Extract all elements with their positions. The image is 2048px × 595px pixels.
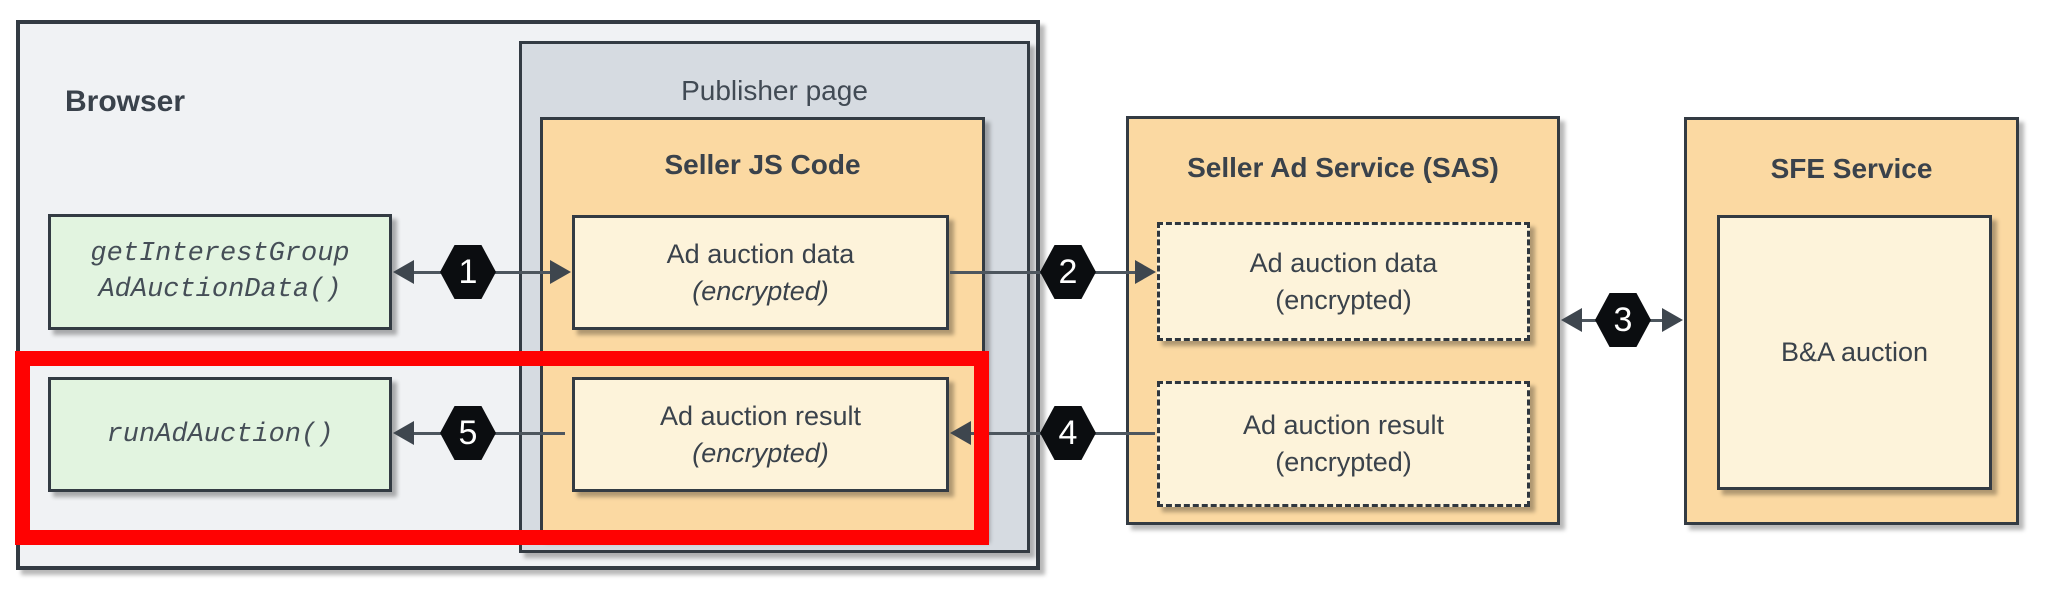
encrypted-label: (encrypted) bbox=[1275, 447, 1412, 477]
step-1-number: 1 bbox=[458, 253, 478, 291]
connector-4-arrowhead-left-icon bbox=[950, 421, 971, 445]
red-highlight-rectangle bbox=[15, 351, 989, 545]
step-4-number: 4 bbox=[1058, 414, 1078, 452]
step-3-hexagon-badge: 3 bbox=[1595, 293, 1651, 347]
connector-3-arrowhead-right-icon bbox=[1662, 308, 1683, 332]
sas-ad-auction-data-box: Ad auction data (encrypted) bbox=[1157, 222, 1530, 341]
get-interest-group-label-line2: AdAuctionData() bbox=[98, 275, 342, 305]
sfe-service-title: SFE Service bbox=[1770, 153, 1933, 184]
seller-js-ad-auction-data-box: Ad auction data (encrypted) bbox=[572, 215, 949, 330]
ba-auction-label: B&A auction bbox=[1780, 337, 1929, 367]
ad-auction-data-label: Ad auction data bbox=[1249, 247, 1438, 278]
get-interest-group-label-line1: getInterestGroup bbox=[90, 239, 350, 269]
connector-1-arrowhead-right-icon bbox=[550, 260, 571, 284]
seller-js-ad-auction-result-box: Ad auction result (encrypted) bbox=[572, 377, 949, 492]
connector-5-arrowhead-left-icon bbox=[393, 421, 414, 445]
ad-auction-result-label: Ad auction result bbox=[659, 400, 862, 431]
step-5-number: 5 bbox=[458, 414, 478, 452]
encrypted-label: (encrypted) bbox=[692, 437, 829, 468]
sas-ad-auction-result-box: Ad auction result (encrypted) bbox=[1157, 381, 1530, 507]
seller-js-code-title: Seller JS Code bbox=[664, 149, 861, 180]
browser-title: Browser bbox=[65, 85, 186, 118]
run-ad-auction-box: runAdAuction() bbox=[48, 377, 392, 492]
step-4-hexagon-badge: 4 bbox=[1040, 406, 1096, 460]
publisher-page-title: Publisher page bbox=[681, 75, 868, 106]
run-ad-auction-label: runAdAuction() bbox=[106, 419, 334, 450]
seller-ad-service-title: Seller Ad Service (SAS) bbox=[1187, 152, 1499, 183]
encrypted-label: (encrypted) bbox=[692, 275, 829, 306]
ad-auction-data-label: Ad auction data bbox=[666, 238, 855, 269]
get-interest-group-ad-auction-data-box: getInterestGroup AdAuctionData() bbox=[48, 214, 392, 330]
step-3-number: 3 bbox=[1613, 301, 1633, 339]
step-2-hexagon-badge: 2 bbox=[1040, 245, 1096, 299]
connector-1-arrowhead-left-icon bbox=[393, 260, 414, 284]
connector-2-arrowhead-right-icon bbox=[1135, 260, 1156, 284]
encrypted-label: (encrypted) bbox=[1275, 284, 1412, 315]
ad-auction-result-label: Ad auction result bbox=[1242, 410, 1445, 440]
connector-3-arrowhead-left-icon bbox=[1561, 308, 1582, 332]
ba-auction-box: B&A auction bbox=[1717, 215, 1992, 490]
step-2-number: 2 bbox=[1058, 253, 1078, 291]
